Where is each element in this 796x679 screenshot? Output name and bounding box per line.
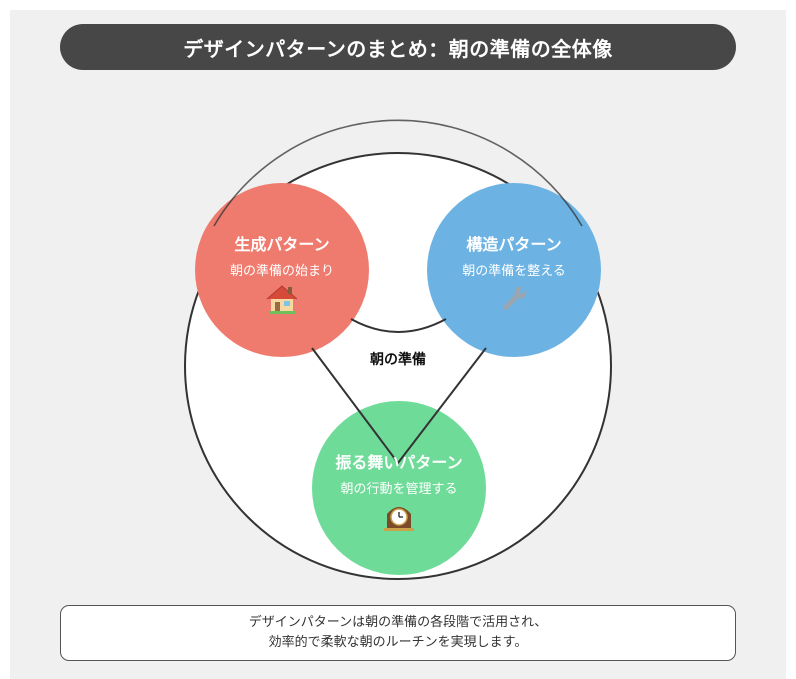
wrench-icon xyxy=(503,286,527,310)
behavioral-subtitle: 朝の行動を管理する xyxy=(340,482,458,497)
structural-title: 構造パターン xyxy=(466,235,562,254)
structural-label-group: 構造パターン 朝の準備を整える xyxy=(424,234,604,314)
house-icon xyxy=(266,285,298,314)
behavioral-title: 振る舞いパターン xyxy=(335,453,463,472)
creational-label-group: 生成パターン 朝の準備の始まり xyxy=(192,234,372,314)
circle-structural xyxy=(427,183,601,357)
summary-box: デザインパターンは朝の準備の各段階で活用され、 効率的で柔軟な朝のルーチンを実現… xyxy=(60,605,736,661)
structural-subtitle: 朝の準備を整える xyxy=(462,264,566,279)
circle-creational xyxy=(195,183,369,357)
page-title: デザインパターンのまとめ：朝の準備の全体像 xyxy=(183,36,613,61)
connector-curve xyxy=(350,318,447,333)
summary-line-2: 効率的で柔軟な朝のルーチンを実現します。 xyxy=(268,635,528,650)
creational-title: 生成パターン xyxy=(234,235,330,254)
connector-v xyxy=(311,347,487,465)
behavioral-label-group: 振る舞いパターン 朝の行動を管理する xyxy=(309,452,489,532)
creational-subtitle: 朝の準備の始まり xyxy=(229,264,334,279)
title-banner: デザインパターンのまとめ：朝の準備の全体像 xyxy=(60,24,736,70)
circle-behavioral xyxy=(312,401,486,575)
mantel-clock-icon xyxy=(384,507,414,531)
center-label: 朝の準備 xyxy=(370,352,426,368)
summary-line-1: デザインパターンは朝の準備の各段階で活用され、 xyxy=(248,615,548,630)
outer-circle-arc xyxy=(213,119,583,227)
